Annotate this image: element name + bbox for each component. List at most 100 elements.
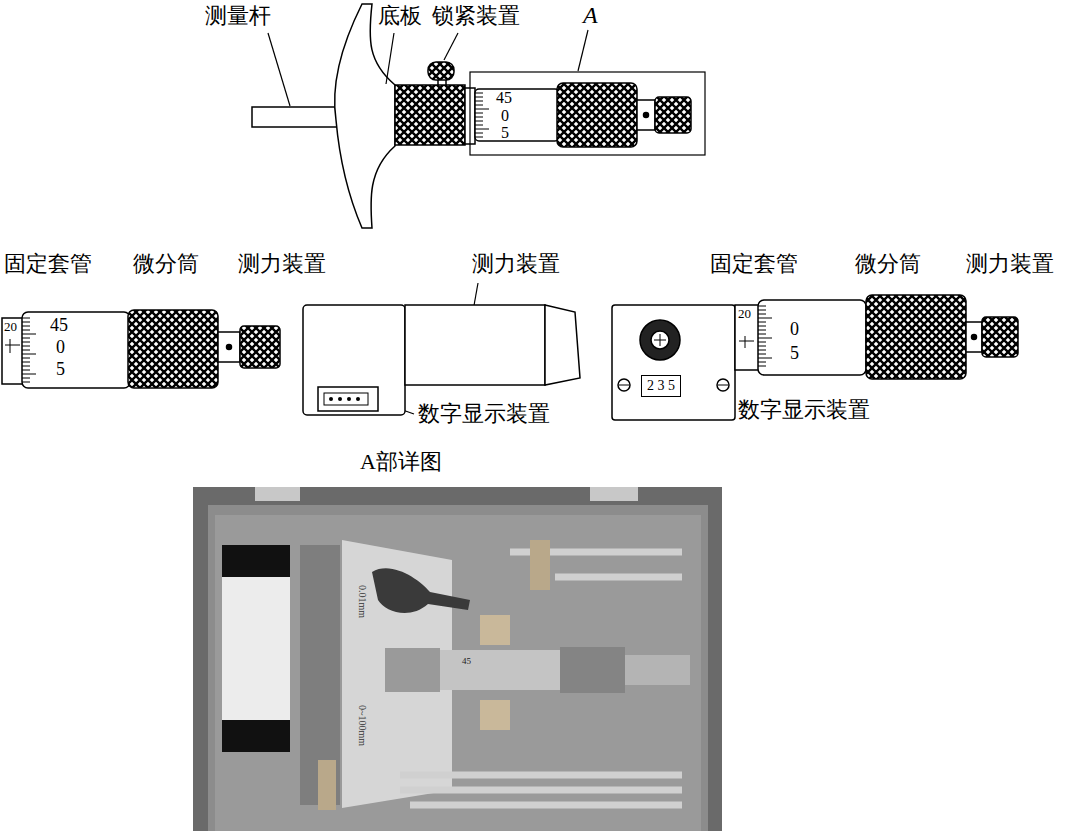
art-path	[400, 772, 682, 779]
display-housing	[303, 305, 405, 415]
neck	[637, 100, 655, 130]
box-frame	[193, 487, 722, 831]
scale-ticks	[475, 93, 489, 137]
micrometer-head-left	[2, 310, 280, 388]
art-path	[475, 93, 489, 137]
scale-number: 20	[738, 307, 751, 321]
cylinder-end	[222, 545, 290, 577]
art-circle	[356, 397, 360, 401]
micrometer-head-digital	[303, 305, 580, 415]
art-path	[555, 574, 682, 581]
scale-number: 0~100mm	[357, 705, 368, 746]
scale-number: 0	[790, 320, 799, 340]
lock-knob	[428, 62, 454, 80]
art-path	[268, 33, 290, 106]
leader-lines	[268, 30, 735, 414]
wrench	[372, 568, 470, 613]
screw	[717, 379, 729, 391]
box-floor	[215, 515, 701, 831]
holder	[480, 700, 510, 730]
dial-cross	[654, 334, 666, 346]
photo	[193, 487, 722, 831]
part-label: 测量杆	[205, 4, 271, 28]
art-path	[400, 787, 682, 794]
display-dots	[329, 397, 360, 401]
art-path	[578, 30, 588, 71]
ratchet	[982, 317, 1018, 357]
knurled-thimble	[866, 295, 966, 379]
base-plate	[335, 4, 395, 228]
sleeve-photo	[385, 648, 440, 692]
scale-number: 0.01mm	[357, 585, 368, 618]
fixed-sleeve	[735, 305, 760, 370]
art-path	[444, 33, 458, 60]
knurl-photo	[560, 647, 625, 693]
ratchet	[655, 97, 691, 133]
knurled-thimble	[557, 83, 637, 147]
scale-number: 0	[56, 338, 65, 358]
part-label: A	[583, 2, 598, 28]
display-window: 2 3 5	[641, 375, 681, 397]
force-body	[405, 305, 545, 385]
dial	[640, 320, 680, 360]
scale-number: 5	[56, 360, 65, 380]
art-path	[410, 802, 682, 809]
neck	[218, 332, 240, 362]
ratchet-photo	[625, 655, 690, 685]
measuring-rod	[252, 107, 338, 127]
dot	[227, 345, 232, 350]
neck	[966, 322, 982, 352]
thimble	[22, 312, 130, 388]
part-label: 数字显示装置	[738, 398, 870, 422]
part-label: 固定套管	[710, 252, 798, 276]
force-cap	[545, 305, 580, 385]
detail-frame	[470, 72, 705, 155]
scale-number: 0	[501, 107, 509, 125]
art-path	[386, 33, 394, 84]
part-label: 测力装置	[966, 252, 1054, 276]
scale-ticks	[758, 306, 772, 366]
part-label: A部详图	[360, 450, 442, 474]
fixed-sleeve	[2, 318, 24, 384]
display-housing	[612, 305, 735, 420]
part-label: 固定套管	[4, 252, 92, 276]
dot	[972, 335, 977, 340]
scale-number: 20	[4, 320, 17, 334]
knurled-thimble	[128, 310, 218, 388]
screw-slot	[718, 385, 728, 386]
cylinder-end	[222, 720, 290, 752]
hinge	[590, 487, 638, 501]
thimble	[758, 300, 866, 375]
art-circle	[347, 397, 351, 401]
ratchet	[240, 326, 280, 368]
display-window	[318, 387, 378, 411]
display-reading: 2 3 5	[647, 379, 675, 393]
part-label: 底板	[378, 4, 422, 28]
part-label: 测力装置	[238, 252, 326, 276]
holder	[480, 615, 510, 645]
depth-micrometer	[252, 4, 705, 228]
art-circle	[329, 397, 333, 401]
part-label: 数字显示装置	[418, 402, 550, 426]
scale-number: 45	[496, 89, 512, 107]
cylinder-body	[222, 577, 290, 720]
scale-ticks	[22, 318, 36, 382]
display-slot	[324, 393, 368, 405]
knurled-sleeve	[395, 85, 465, 145]
box-inside	[208, 505, 708, 831]
index-cross	[739, 336, 754, 348]
scale-number: 5	[501, 124, 509, 142]
screw	[618, 379, 630, 391]
holder	[318, 760, 336, 810]
part-label: 锁紧装置	[432, 4, 520, 28]
part-label: 微分筒	[855, 252, 921, 276]
part-label: 测力装置	[472, 252, 560, 276]
scale-number: 45	[462, 657, 471, 667]
hinge	[255, 487, 300, 501]
thimble	[475, 89, 559, 141]
thimble-photo	[440, 650, 560, 690]
dot	[644, 113, 649, 118]
scale-number: 5	[790, 344, 799, 364]
scale-number: 45	[50, 316, 68, 336]
